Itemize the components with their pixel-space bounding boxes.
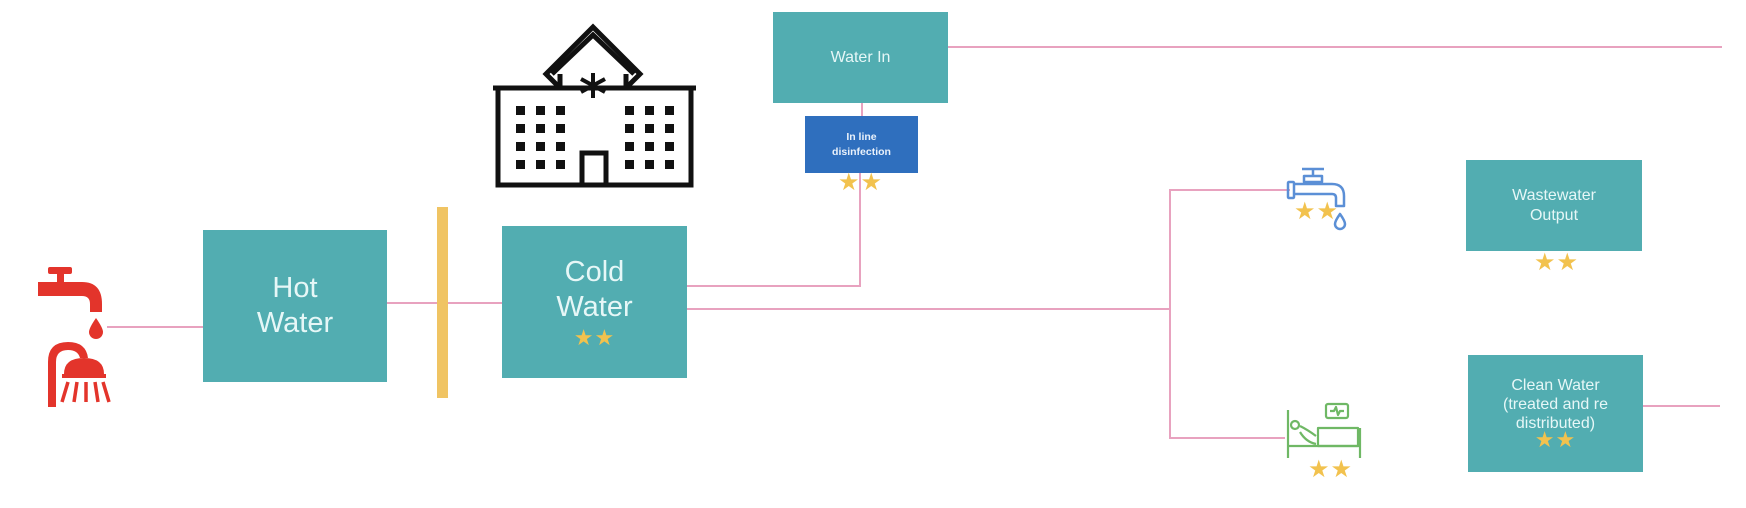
cold-water-node[interactable]: Cold Water ★★	[502, 226, 687, 378]
hospital-bed-icon	[1286, 402, 1362, 458]
clean-water-rating-stars: ★★	[1534, 427, 1577, 453]
hospital-building-icon	[493, 23, 696, 188]
water-in-node[interactable]: Water In	[773, 12, 948, 103]
hot-water-label: Hot Water	[256, 272, 334, 339]
connector-branch-to-tap	[1169, 189, 1290, 439]
tap-and-shower-icon	[38, 267, 111, 407]
water-tap-icon	[1286, 167, 1347, 231]
inline-disinfection-label: In line disinfection	[832, 131, 891, 158]
wastewater-output-label: Wastewater Output	[1512, 187, 1596, 224]
thermal-barrier	[437, 207, 448, 398]
inline-disinfection-node[interactable]: In line disinfection	[805, 116, 918, 173]
clean-water-node[interactable]: Clean Water (treated and re distributed)…	[1468, 355, 1643, 472]
cold-water-label: Cold Water	[556, 256, 633, 323]
connector-cold-water-to-disinfection	[687, 173, 861, 287]
wastewater-rating-stars: ★★	[1534, 249, 1580, 276]
cold-water-rating-stars: ★★	[573, 324, 616, 350]
clean-water-label: Clean Water (treated and re distributed)	[1503, 376, 1608, 433]
water-in-label: Water In	[830, 48, 891, 66]
bed-rating-stars: ★★	[1308, 456, 1354, 483]
tap-rating-stars: ★★	[1294, 198, 1340, 225]
hot-water-node[interactable]: Hot Water	[203, 230, 387, 382]
disinfection-rating-stars: ★★	[838, 169, 884, 196]
wastewater-output-node[interactable]: Wastewater Output	[1466, 160, 1642, 251]
